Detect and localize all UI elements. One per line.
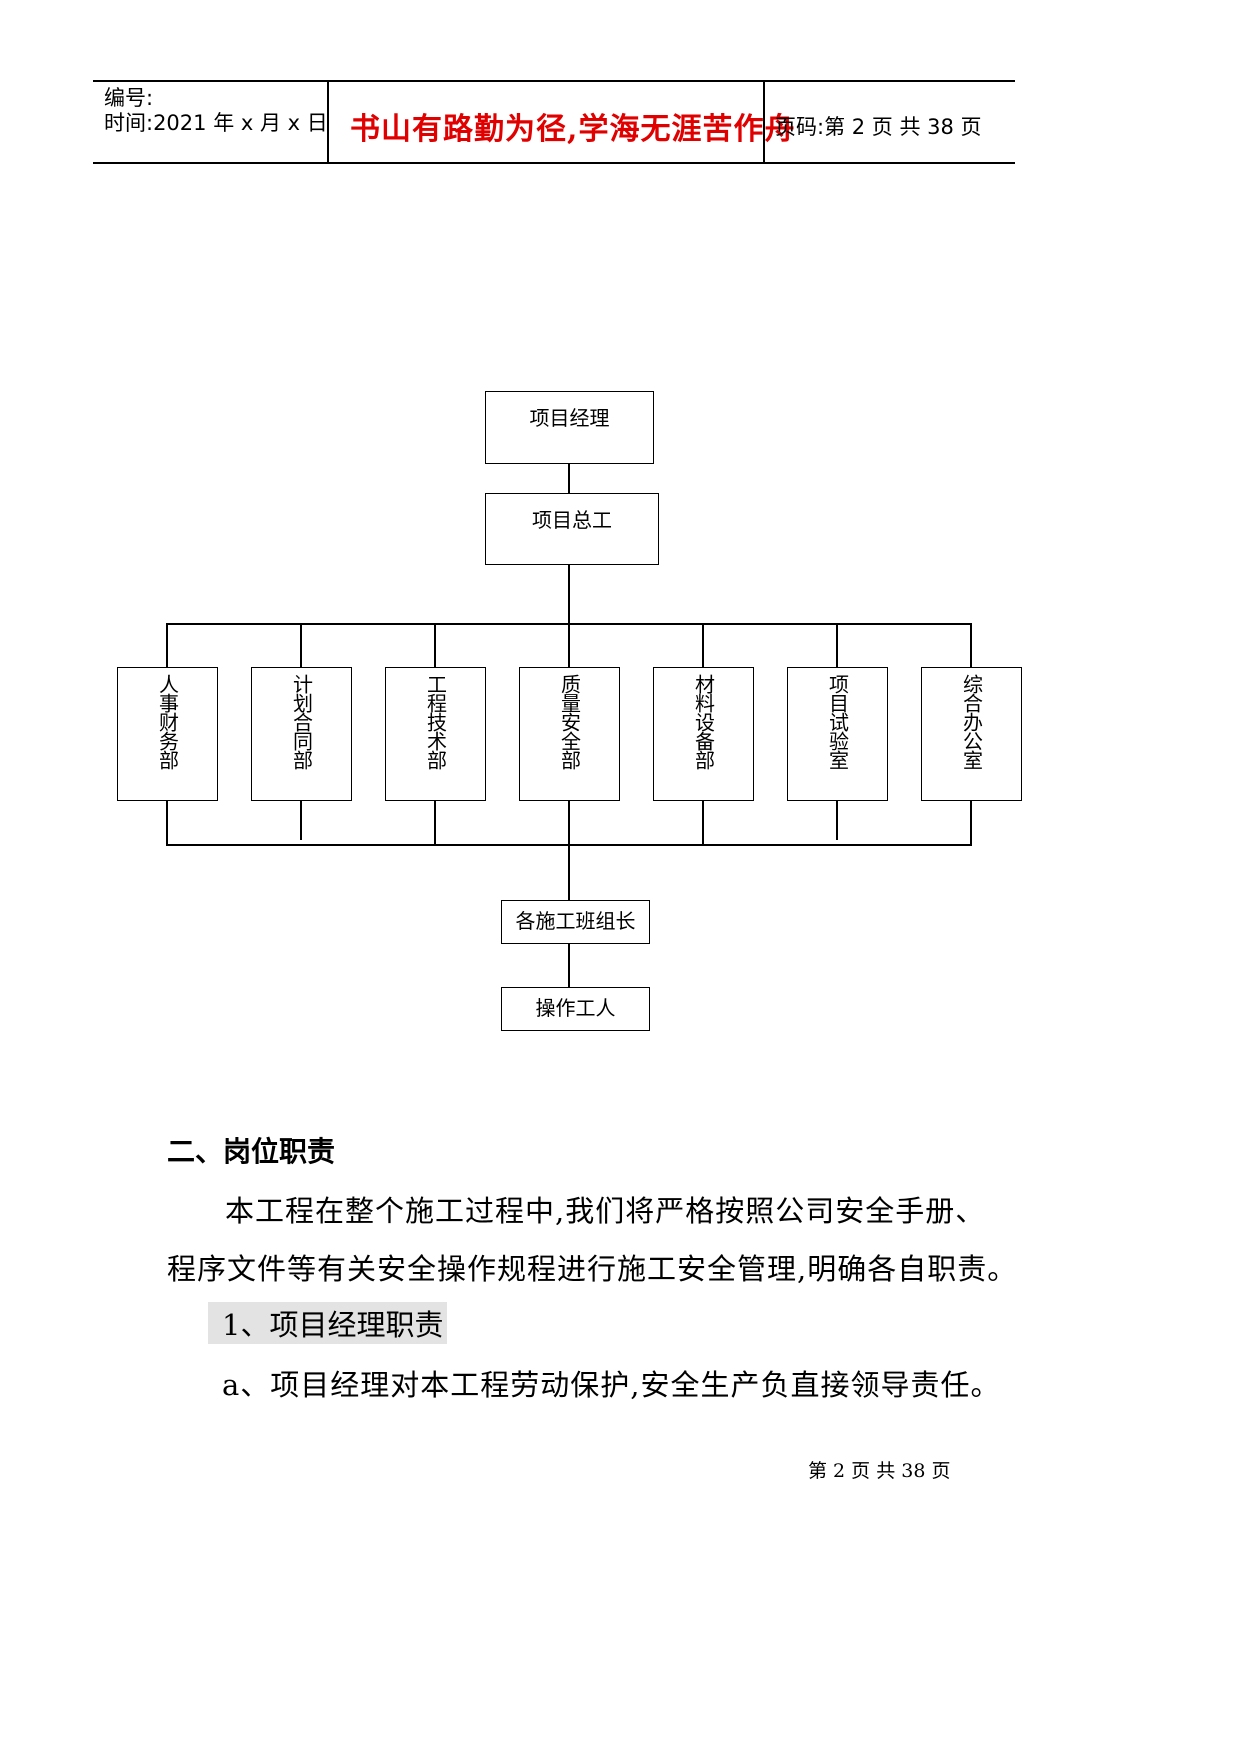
drop-top-5 <box>702 623 704 667</box>
box-workers-label: 操作工人 <box>535 996 616 1020</box>
dept-label-project-lab: 项目试验室 <box>825 674 850 769</box>
drop-bottom-7 <box>970 801 972 845</box>
dept-box-planning-contract: 计划合同部 <box>251 667 352 801</box>
dept-box-materials-equipment: 材料设备部 <box>653 667 754 801</box>
box-team-leaders-label: 各施工班组长 <box>515 909 636 933</box>
dept-label-engineering-tech: 工程技术部 <box>423 674 448 769</box>
header-divider-right <box>763 80 765 163</box>
drop-bottom-1 <box>166 801 168 845</box>
drop-top-3 <box>434 623 436 667</box>
item-a: a、项目经理对本工程劳动保护,安全生产负直接领导责任。 <box>222 1368 1001 1402</box>
subheading-pm-duties: 1、项目经理职责 <box>208 1302 448 1344</box>
dept-label-hr-finance: 人事财务部 <box>155 674 180 769</box>
dept-box-project-lab: 项目试验室 <box>787 667 888 801</box>
drop-top-4 <box>568 623 570 667</box>
dept-box-general-office: 综合办公室 <box>921 667 1022 801</box>
drop-bottom-5 <box>702 801 704 845</box>
drop-top-7 <box>970 623 972 667</box>
box-project-manager: 项目经理 <box>485 391 654 464</box>
dept-label-general-office: 综合办公室 <box>959 674 984 769</box>
connector-bus-leaders <box>568 845 570 900</box>
connector-leaders-workers <box>568 944 570 987</box>
drop-bottom-2 <box>300 801 302 840</box>
dept-box-quality-safety: 质量安全部 <box>519 667 620 801</box>
drop-bottom-4 <box>568 801 570 845</box>
drop-top-6 <box>836 623 838 667</box>
dept-box-hr-finance: 人事财务部 <box>117 667 218 801</box>
paragraph-line-1: 本工程在整个施工过程中,我们将严格按照公司安全手册、 <box>225 1194 986 1228</box>
connector-chief-bus <box>568 565 570 624</box>
box-team-leaders: 各施工班组长 <box>501 900 650 944</box>
connector-manager-chief <box>568 464 570 493</box>
drop-bottom-3 <box>434 801 436 845</box>
bottom-bus-line <box>166 844 972 846</box>
drop-top-1 <box>166 623 168 667</box>
paragraph-line-2: 程序文件等有关安全操作规程进行施工安全管理,明确各自职责。 <box>167 1252 1018 1286</box>
dept-label-planning-contract: 计划合同部 <box>289 674 314 769</box>
box-chief-engineer-label: 项目总工 <box>532 508 612 532</box>
header-time-label: 时间:2021 年 x 月 x 日 <box>104 111 328 135</box>
header-divider-left <box>327 80 329 163</box>
header-motto: 书山有路勤为径,学海无涯苦作舟 <box>350 112 796 147</box>
header-top-rule <box>93 80 1015 82</box>
box-workers: 操作工人 <box>501 987 650 1031</box>
box-project-manager-label: 项目经理 <box>529 406 610 430</box>
box-chief-engineer: 项目总工 <box>485 493 659 565</box>
dept-box-engineering-tech: 工程技术部 <box>385 667 486 801</box>
drop-top-2 <box>300 623 302 667</box>
header-number-label: 编号: <box>104 86 154 110</box>
header-bottom-rule <box>93 162 1015 164</box>
dept-label-materials-equipment: 材料设备部 <box>691 674 716 769</box>
section-heading: 二、岗位职责 <box>167 1135 336 1168</box>
dept-label-quality-safety: 质量安全部 <box>557 674 582 769</box>
drop-bottom-6 <box>836 801 838 840</box>
header-page-label: 页码:第 2 页 共 38 页 <box>775 115 982 139</box>
footer-page-number: 第 2 页 共 38 页 <box>808 1460 951 1482</box>
